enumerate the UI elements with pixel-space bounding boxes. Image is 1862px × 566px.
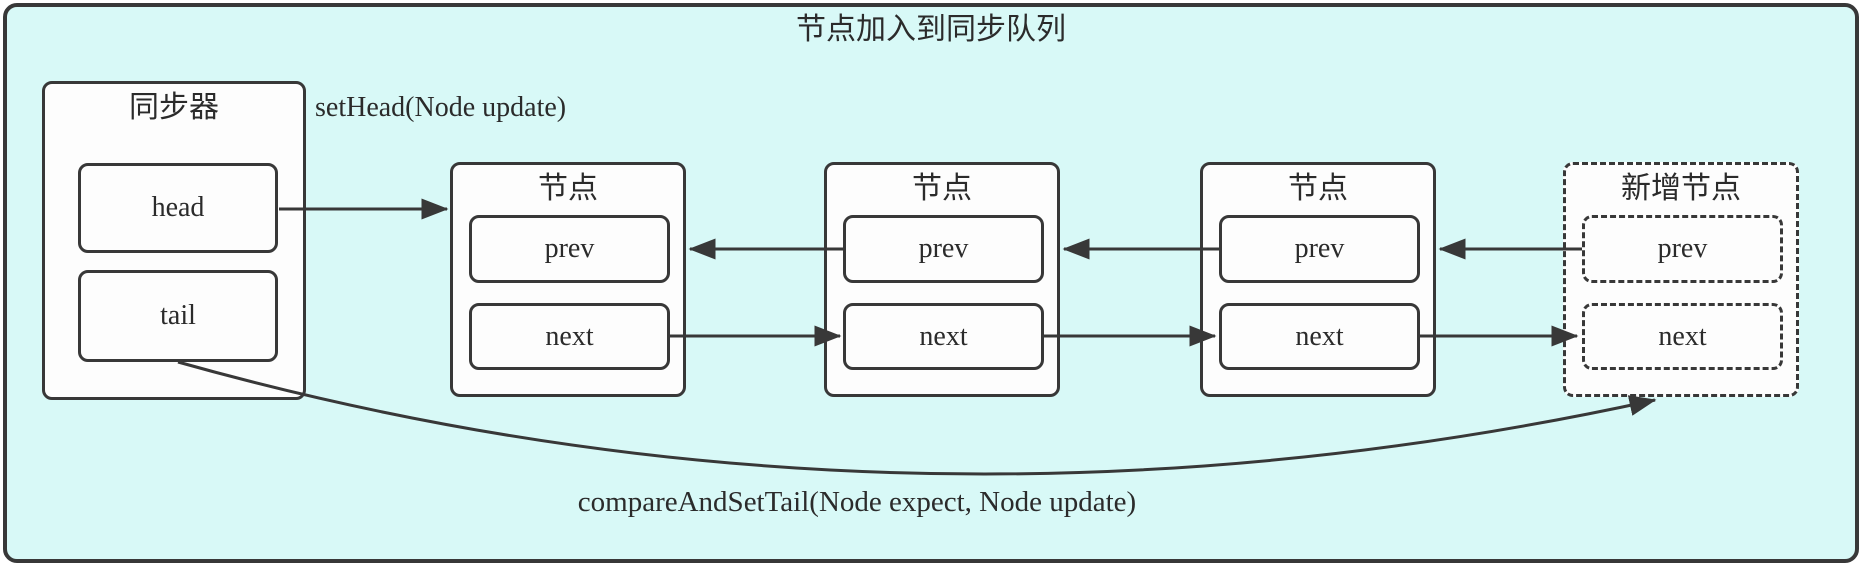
node-3-title: 节点: [1288, 172, 1348, 205]
new-node-prev-label: prev: [1657, 233, 1708, 264]
new-node-prev-field: prev: [1582, 215, 1783, 283]
head-field-label: head: [151, 192, 205, 223]
set-head-label: setHead(Node update): [315, 92, 567, 123]
diagram-title: 节点加入到同步队列: [796, 13, 1066, 46]
node-3-next-label: next: [1295, 320, 1344, 352]
compare-and-set-tail-label: compareAndSetTail(Node expect, Node upda…: [577, 486, 1137, 518]
node-2-title: 节点: [912, 172, 972, 205]
node-1-prev-field: prev: [469, 215, 670, 283]
node-2-prev-field: prev: [843, 215, 1044, 283]
node-box-1: 节点 prev next: [450, 162, 686, 397]
node-box-3: 节点 prev next: [1200, 162, 1436, 397]
node-3-prev-field: prev: [1219, 215, 1420, 283]
tail-field: tail: [78, 270, 278, 362]
new-node-next-field: next: [1582, 303, 1783, 370]
node-2-next-label: next: [919, 320, 968, 352]
tail-field-label: tail: [160, 300, 196, 331]
node-3-prev-label: prev: [1294, 233, 1345, 264]
node-1-next-field: next: [469, 303, 670, 370]
node-2-prev-label: prev: [918, 233, 969, 264]
node-2-next-field: next: [843, 303, 1044, 370]
new-node-next-label: next: [1658, 320, 1707, 352]
synchronizer-box: 同步器 head tail: [42, 81, 306, 400]
new-node-title: 新增节点: [1621, 172, 1741, 205]
node-box-2: 节点 prev next: [824, 162, 1060, 397]
node-1-next-label: next: [545, 320, 594, 352]
node-1-prev-label: prev: [544, 233, 595, 264]
new-node-box: 新增节点 prev next: [1563, 162, 1799, 397]
synchronizer-title: 同步器: [129, 91, 219, 124]
node-3-next-field: next: [1219, 303, 1420, 370]
node-1-title: 节点: [538, 172, 598, 205]
head-field: head: [78, 163, 278, 253]
